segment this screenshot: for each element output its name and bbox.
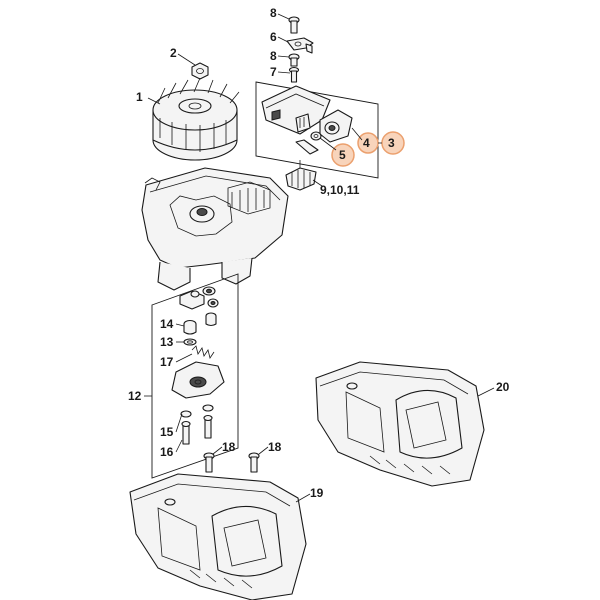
ignition-part-4[interactable] [319, 109, 353, 143]
screw-18-left[interactable] [203, 452, 215, 473]
spark-plug-9-10-11[interactable] [285, 139, 319, 191]
screw-7[interactable] [288, 66, 300, 83]
engine-housing[interactable] [141, 167, 289, 291]
screw-8-top[interactable] [288, 16, 300, 34]
sleeve-14[interactable] [183, 312, 217, 335]
callout-15[interactable]: 15 [160, 425, 174, 439]
housing-19[interactable] [129, 473, 307, 600]
ignition-group-frame [255, 81, 379, 179]
callout-3[interactable]: 3 [388, 136, 395, 150]
callout-12[interactable]: 12 [128, 389, 142, 403]
callout-4[interactable]: 4 [363, 136, 370, 150]
callout-18-right[interactable]: 18 [268, 440, 282, 454]
callout-2[interactable]: 2 [170, 46, 177, 60]
nut-2[interactable] [191, 62, 209, 80]
washer-6[interactable] [286, 37, 314, 54]
callout-5[interactable]: 5 [339, 148, 346, 162]
callout-17[interactable]: 17 [160, 355, 174, 369]
flywheel-1[interactable] [152, 77, 240, 161]
callout-7[interactable]: 7 [270, 65, 277, 79]
callout-14[interactable]: 14 [160, 317, 174, 331]
callout-20[interactable]: 20 [496, 380, 510, 394]
callout-13[interactable]: 13 [160, 335, 174, 349]
callout-8-middle[interactable]: 8 [270, 49, 277, 63]
callout-19[interactable]: 19 [310, 486, 324, 500]
bushing-set[interactable] [179, 286, 219, 310]
highlight-circle-5b [331, 143, 355, 167]
callout-8-top[interactable]: 8 [270, 6, 277, 20]
screw-8-middle[interactable] [288, 53, 300, 67]
screw-18-right[interactable] [248, 452, 260, 473]
spring-17[interactable] [191, 345, 215, 359]
ignition-part-5[interactable] [310, 131, 322, 141]
callout-9-10-11[interactable]: 9,10,11 [320, 183, 360, 197]
clutch-shoe[interactable] [171, 361, 225, 399]
washer-15[interactable] [180, 404, 214, 418]
callout-18-left[interactable]: 18 [222, 440, 236, 454]
clutch-group-frame [151, 273, 239, 479]
callout-6[interactable]: 6 [270, 30, 277, 44]
callout-1[interactable]: 1 [136, 90, 143, 104]
callout-16[interactable]: 16 [160, 445, 174, 459]
washer-13[interactable] [183, 338, 197, 346]
housing-20[interactable] [315, 361, 485, 487]
screw-16[interactable] [181, 414, 213, 445]
